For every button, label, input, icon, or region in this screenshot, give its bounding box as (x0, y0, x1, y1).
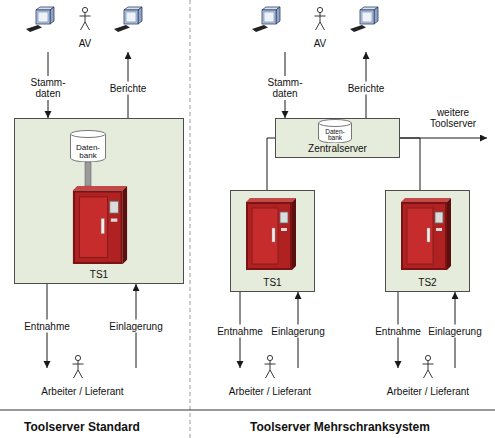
database-stand (85, 162, 91, 186)
outgoing-arrow (400, 138, 487, 139)
database-label: Daten- bank (76, 143, 100, 153)
cabinet-illustration (401, 198, 451, 270)
cabinet-illustration (73, 186, 127, 264)
box-label: TS1 (15, 269, 183, 280)
edge-label: Berichte (110, 82, 147, 95)
toolserver-box: TS1 Daten- bank (14, 118, 184, 284)
actor-label: Arbeiter / Lieferant (215, 386, 325, 397)
toolserver-box: TS1 (230, 190, 315, 292)
edge-label: Entnahme (217, 325, 263, 338)
cabinet-illustration (246, 198, 296, 270)
cylinder-top (319, 120, 352, 127)
edge-label: Stamm- daten (268, 76, 303, 100)
toolserver-box: TS2 (385, 190, 470, 292)
actor-figure (80, 7, 91, 30)
connector-line (400, 138, 420, 190)
edge-label: Einlagerung (428, 325, 481, 338)
actor-label: AV (20, 38, 150, 49)
computer-icon (26, 7, 54, 32)
box-label: Zentralserver (276, 143, 399, 154)
actor-group: AV (20, 0, 150, 52)
edge-label: Entnahme (375, 325, 421, 338)
box-label: TS1 (231, 277, 314, 288)
actor-figure (315, 7, 326, 30)
actor-figure (265, 355, 276, 378)
section-caption: Toolserver Standard (24, 422, 140, 433)
cylinder-body (71, 134, 106, 162)
edge-label: Entnahme (24, 320, 70, 333)
computer-icon (114, 7, 142, 32)
connector-line (267, 138, 275, 190)
actor-figure (73, 355, 84, 378)
edge-label: Einlagerung (271, 325, 324, 338)
actor-group: Arbeiter / Lieferant (215, 368, 325, 400)
actor-figure (423, 355, 434, 378)
actor-group: Arbeiter / Lieferant (372, 368, 484, 400)
actor-label: Arbeiter / Lieferant (20, 386, 145, 397)
computer-icon (350, 7, 378, 32)
section-caption: Toolserver Mehrschranksystem (250, 422, 430, 433)
database-cylinder: Daten- bank (318, 119, 352, 143)
central-server-box: Zentralserver Daten- bank (275, 118, 400, 158)
actor-label: AV (255, 38, 385, 49)
box-label: TS2 (386, 277, 469, 288)
database-label: Daten- bank (325, 129, 345, 136)
actor-group: AV (255, 0, 385, 52)
actor-label: Arbeiter / Lieferant (372, 386, 484, 397)
database-cylinder: Daten- bank (70, 130, 106, 162)
actor-group: Arbeiter / Lieferant (20, 368, 145, 400)
edge-label: Einlagerung (109, 320, 162, 333)
cylinder-top (71, 131, 106, 138)
edge-label: Berichte (348, 82, 385, 95)
edge-label: Stamm- daten (31, 76, 66, 100)
separator-dashed (190, 0, 191, 438)
caption-rule (0, 410, 495, 411)
annotation-label: weitere Toolserver (430, 107, 476, 129)
computer-icon (252, 7, 280, 32)
